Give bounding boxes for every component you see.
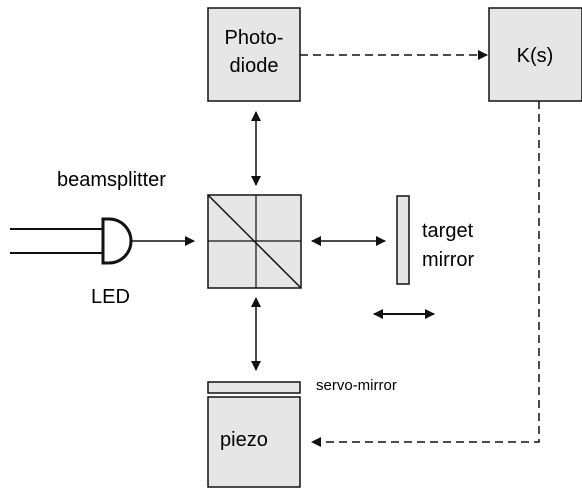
target-mirror-label-line1: target xyxy=(422,220,474,242)
photodiode-label-line2: diode xyxy=(230,55,279,77)
servo-mirror-label: servo-mirror xyxy=(316,377,397,394)
piezo-label: piezo xyxy=(220,429,268,451)
target-mirror-label-line2: mirror xyxy=(422,249,475,271)
piezo-block xyxy=(207,396,301,488)
controller-label: K(s) xyxy=(517,45,554,67)
servo-mirror xyxy=(207,381,301,394)
photodiode-label-line1: Photo- xyxy=(225,27,284,49)
target-mirror xyxy=(396,195,410,285)
led-label: LED xyxy=(91,286,130,308)
controller-block xyxy=(488,7,582,102)
controller-to-piezo-signal xyxy=(311,101,540,447)
led-shape xyxy=(101,217,133,265)
beamsplitter-label: beamsplitter xyxy=(57,169,166,191)
